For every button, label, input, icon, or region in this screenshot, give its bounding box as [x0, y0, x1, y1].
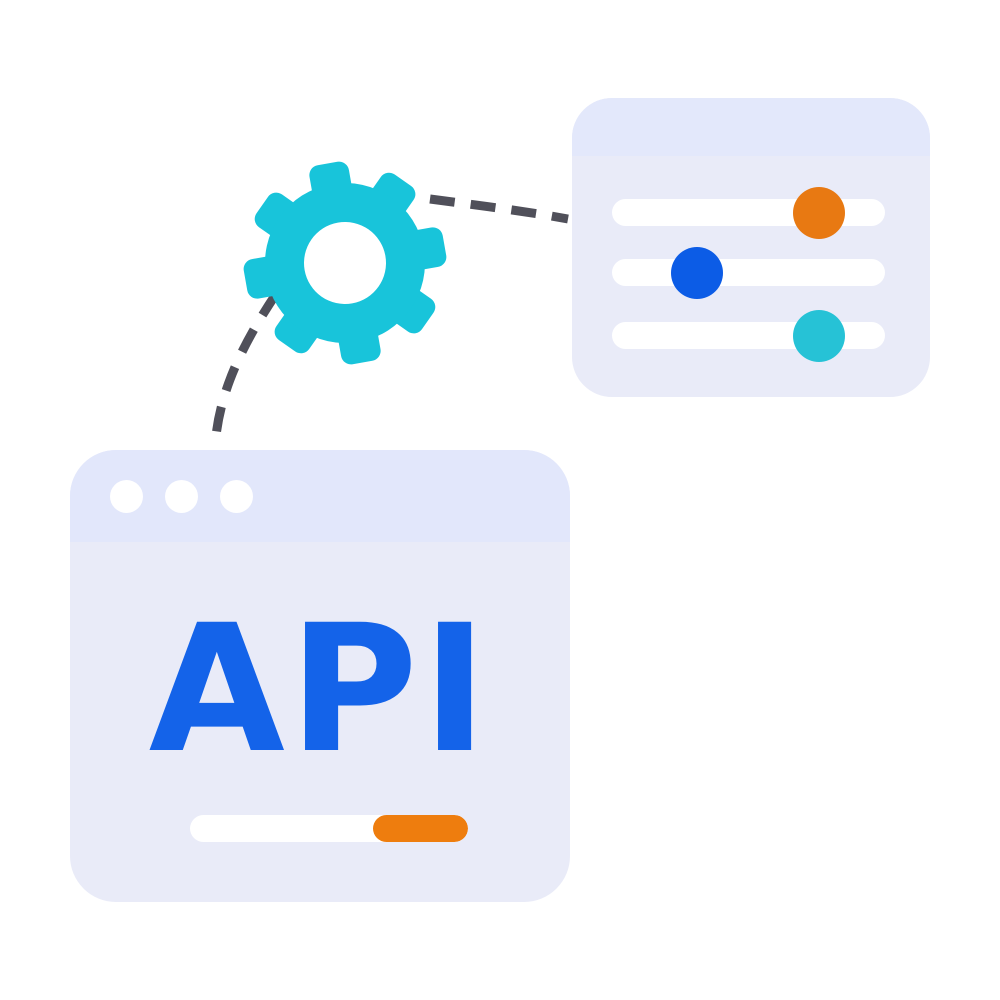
window-control-dot-2[interactable] [165, 479, 198, 513]
progress-bar-track [190, 815, 468, 842]
slider-track-1[interactable] [612, 186, 885, 239]
slider-knob-1[interactable] [793, 186, 846, 239]
api-window-header [70, 450, 570, 542]
api-title-text: API [148, 587, 492, 792]
gear-hub [304, 222, 386, 304]
slider-knob-3[interactable] [793, 309, 846, 362]
connector-gear-to-window [210, 291, 280, 449]
window-control-dot-3[interactable] [220, 479, 253, 513]
settings-panel [572, 98, 930, 397]
gear-icon [243, 161, 447, 365]
slider-track-3[interactable] [612, 309, 885, 362]
api-window: API [70, 450, 570, 902]
window-control-dot-1[interactable] [110, 479, 143, 513]
slider-track-2[interactable] [612, 246, 885, 299]
connector-gear-to-panel [429, 194, 569, 224]
slider-knob-2[interactable] [670, 246, 723, 299]
progress-bar-fill [373, 815, 468, 842]
settings-panel-header [572, 98, 930, 156]
